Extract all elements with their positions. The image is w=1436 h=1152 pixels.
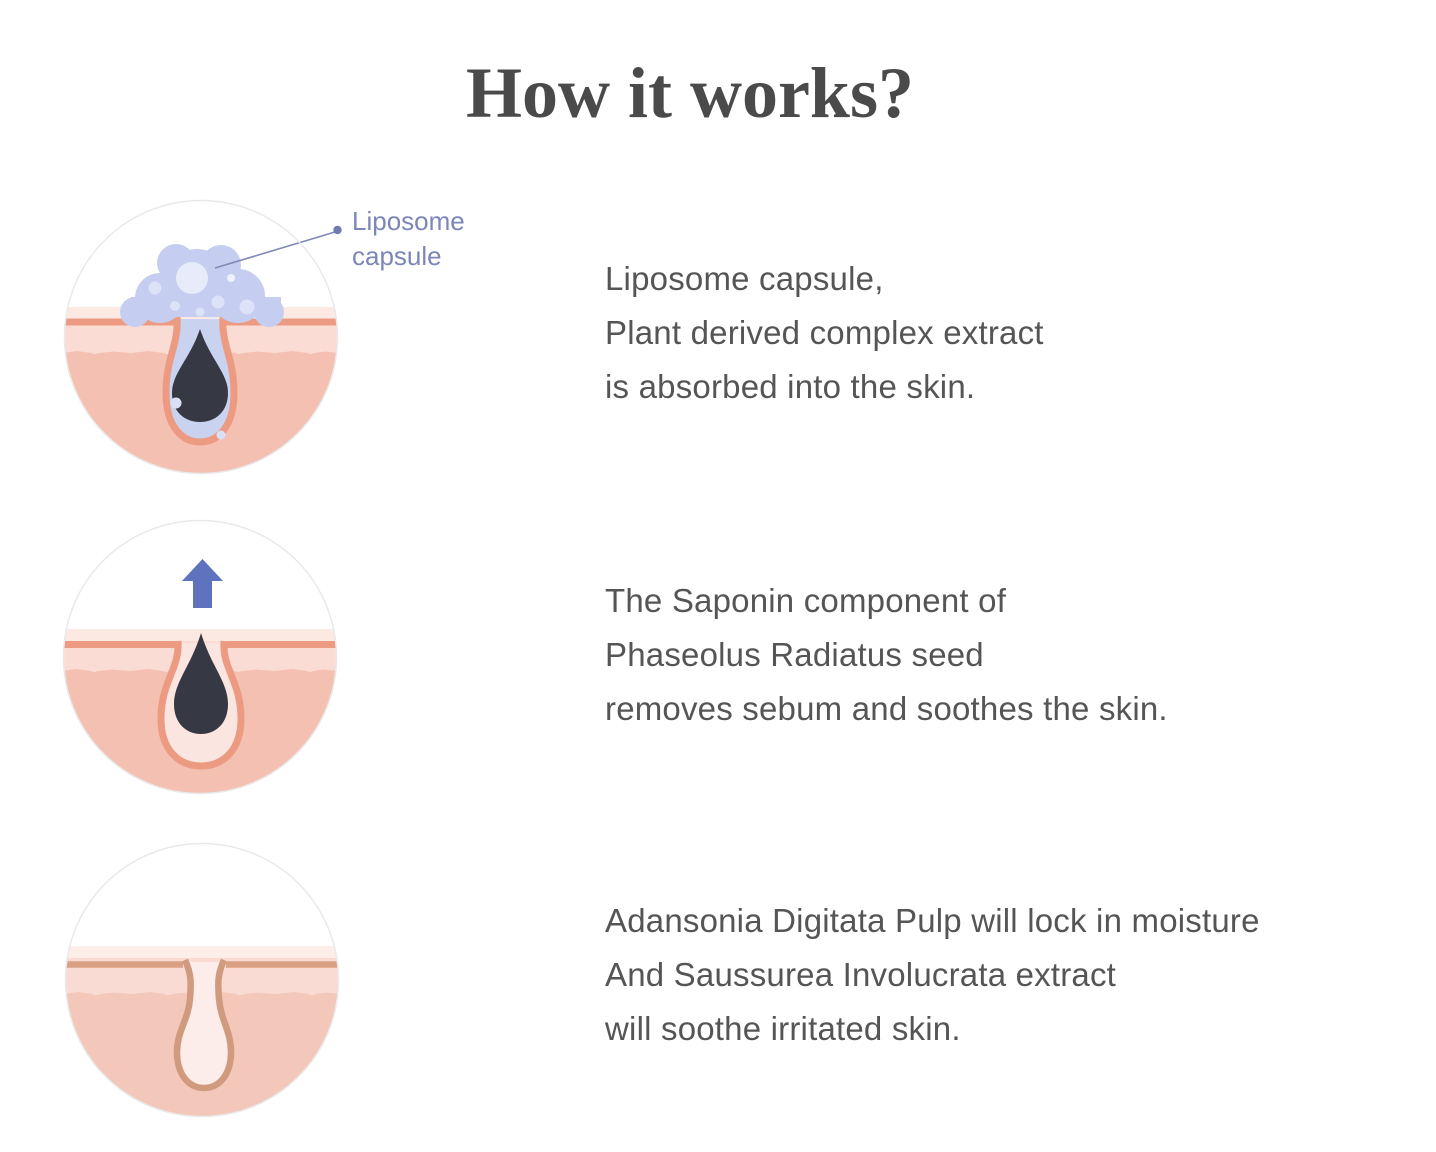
circle-border [64,842,340,1118]
step-2-line-3: removes sebum and soothes the skin. [605,690,1168,727]
step-3-description: Adansonia Digitata Pulp will lock in moi… [605,894,1260,1056]
step-1-description: Liposome capsule, Plant derived complex … [605,252,1044,414]
callout-label-line1: Liposome [352,206,465,236]
step-3-line-2: And Saussurea Involucrata extract [605,956,1117,993]
step-2-description: The Saponin component of Phaseolus Radia… [605,574,1168,736]
pore-outline [173,958,235,1092]
circle-border [63,199,339,475]
liposome-capsule-label: Liposome capsule [352,204,465,274]
foam-dots [148,281,255,317]
callout-dot [333,225,342,235]
circle-border [62,519,338,795]
liquid-bubble-spec [216,430,226,440]
clean-pore-illustration [64,842,340,1118]
sebum-plug [174,633,228,734]
step-3-line-3: will soothe irritated skin. [605,1010,961,1047]
pore-outline [162,316,238,446]
page-title: How it works? [466,53,914,133]
pore-outline [157,640,245,770]
skin-surface-highlight [66,946,338,958]
callout-label-line2: capsule [352,241,442,271]
foam-dot-small [227,274,235,282]
step-2-line-1: The Saponin component of [605,582,1007,619]
sebum-removal-illustration [62,519,338,795]
step-1-line-3: is absorbed into the skin. [605,368,976,405]
foam-highlight [176,262,208,294]
sebum-plug [172,329,228,422]
up-arrow-icon [182,559,223,608]
callout-line [214,231,336,269]
step-1-line-1: Liposome capsule, [605,260,884,297]
step-3-line-1: Adansonia Digitata Pulp will lock in moi… [605,902,1260,939]
liquid-bubble-spec [170,397,182,409]
pore-absorption-illustration [63,199,342,475]
step-2-line-2: Phaseolus Radiatus seed [605,636,984,673]
skin-surface-highlight [64,629,336,641]
step-1-line-2: Plant derived complex extract [605,314,1044,351]
